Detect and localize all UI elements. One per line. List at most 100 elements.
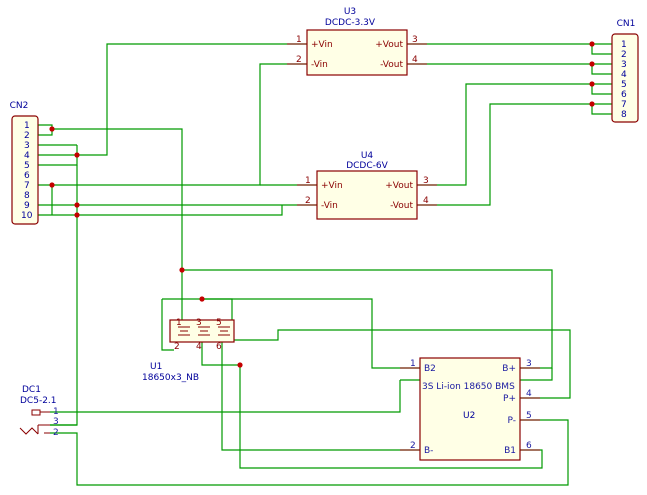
junction-dot [237,362,243,368]
u2-pplus-label: P+ [503,394,516,404]
u4-ref: U4 [361,151,374,161]
battery-cell-icon [178,326,230,336]
cn1-pin: 8 [621,110,627,120]
u3-vin-label: +Vin [311,40,333,50]
cn2-pin: 3 [24,141,30,151]
wire-cn2-gnd-to-dc1 [50,165,78,426]
u2-pin1: 1 [410,359,416,369]
cn2-pin: 5 [24,161,30,171]
cn2-pin: 6 [24,171,30,181]
u2-pin6: 6 [526,441,532,451]
junction-dot [199,296,205,302]
u3-vout-label: +Vout [375,40,403,50]
cn1-pin: 1 [621,40,627,50]
u4-value: DCDC-6V [346,161,388,171]
u3-value: DCDC-3.3V [325,18,376,28]
u4-pin4: 4 [423,196,429,206]
u2-b1-label: B1 [504,446,516,456]
junction-dot [74,202,80,208]
u1-value: 18650x3_NB [142,373,199,383]
wire-u1-to-pplus [232,329,571,399]
cn2-ref: CN2 [10,101,29,111]
u2-body[interactable] [419,357,521,461]
cn2-pin: 2 [24,131,30,141]
wire-u1-pin4 [201,340,543,469]
u2-bminus-label: B- [424,446,433,456]
junction-dot [179,267,185,273]
wire-cn1-3-4 [591,64,620,75]
cn2-pin: 10 [21,211,33,221]
u3-pin2: 2 [296,55,302,65]
wire-dc1-pin1 [50,380,401,413]
component-dc1[interactable]: DC1 DC5-2.1 1 3 2 [19,385,59,438]
u4-body[interactable] [316,170,418,220]
u2-pin5: 5 [526,411,532,421]
dc1-ref: DC1 [22,385,41,395]
u1-pin-top: 3 [196,318,202,328]
wire-u1-pin5 [202,298,233,322]
junction-dot [589,61,595,67]
wire-battery-to-bms-bplus [182,269,553,369]
junction-dot [74,212,80,218]
u4-pin2: 2 [305,196,311,206]
u2-bplus-label: B+ [502,364,516,374]
wire-u1-top-loop [161,299,174,351]
cn1-pin-list: 1 2 3 4 5 6 7 8 [621,40,627,120]
junction-dot [49,182,55,188]
u4-pin3: 3 [423,176,429,186]
cn2-pin: 1 [24,121,30,131]
cn2-pin: 7 [24,181,30,191]
wire-cn2-10-to-u4-nvin [38,205,283,216]
component-u2[interactable]: B2 B+ 3S Li-ion 18650 BMS P+ U2 P- B- B1… [400,357,540,461]
u1-pin-top: 1 [176,318,182,328]
cn2-body[interactable] [11,115,39,225]
component-u1[interactable]: 1 3 5 2 4 6 U1 18650x3_NB [142,318,235,383]
u2-b2-label: B2 [424,364,436,374]
wire-cn2-4-to-u3-vin [38,43,307,156]
cn2-pin-list: 1 2 3 4 5 6 7 8 9 10 [21,121,33,221]
u3-pin4: 4 [412,55,418,65]
cn1-pin: 5 [621,80,627,90]
wire-cn1-7-8 [591,104,620,115]
cn2-pin: 8 [24,191,30,201]
u1-pin-bottom: 6 [216,342,222,352]
dc-jack-icon [19,409,50,435]
u3-ref: U3 [344,7,356,17]
cn2-pin: 4 [24,151,30,161]
wire-cn1-5-6 [591,84,620,95]
u3-nvin-label: -Vin [311,60,328,70]
u1-pin-bottom: 4 [196,342,202,352]
u4-nvin-label: -Vin [321,201,338,211]
u3-nvout-label: -Vout [380,60,403,70]
component-u4[interactable]: U4 DCDC-6V 1 2 3 4 +Vin -Vin +Vout -Vout [297,151,437,220]
wire-cn2-7-to-u3-nvin [38,63,307,186]
u4-vin-label: +Vin [321,181,343,191]
wire-net [37,43,620,486]
wire-u1-pin6 [221,340,420,451]
u4-pin1: 1 [305,176,311,186]
cn1-ref: CN1 [617,19,636,29]
u2-ref: U2 [463,411,475,421]
component-cn1[interactable]: CN1 1 2 3 4 5 6 7 8 [611,19,639,123]
junction-dot [74,152,80,158]
u2-pin4: 4 [526,389,532,399]
component-cn2[interactable]: CN2 1 2 3 4 5 6 7 8 9 10 [10,101,39,225]
junction-dot [589,81,595,87]
component-u3[interactable]: U3 DCDC-3.3V 1 2 3 4 +Vin -Vin +Vout -Vo… [287,7,427,76]
cn1-pin: 7 [621,100,627,110]
u3-body[interactable] [306,29,408,76]
wire-dc1-pin2-to-pminus [50,419,569,486]
u3-pin3: 3 [412,35,418,45]
wire-u4-gnd-to-cn1-7 [417,103,620,206]
wire-u4-vout-to-cn1-5 [417,83,620,186]
u2-title: 3S Li-ion 18650 BMS [422,382,515,392]
u2-pminus-label: P- [508,416,516,426]
cn1-pin: 2 [621,50,627,60]
cn1-pin: 6 [621,90,627,100]
u2-pin2: 2 [410,441,416,451]
u1-ref: U1 [150,362,162,372]
cn1-body[interactable] [611,33,639,123]
u2-pin3: 3 [526,359,532,369]
wire-u1-top [162,298,420,369]
